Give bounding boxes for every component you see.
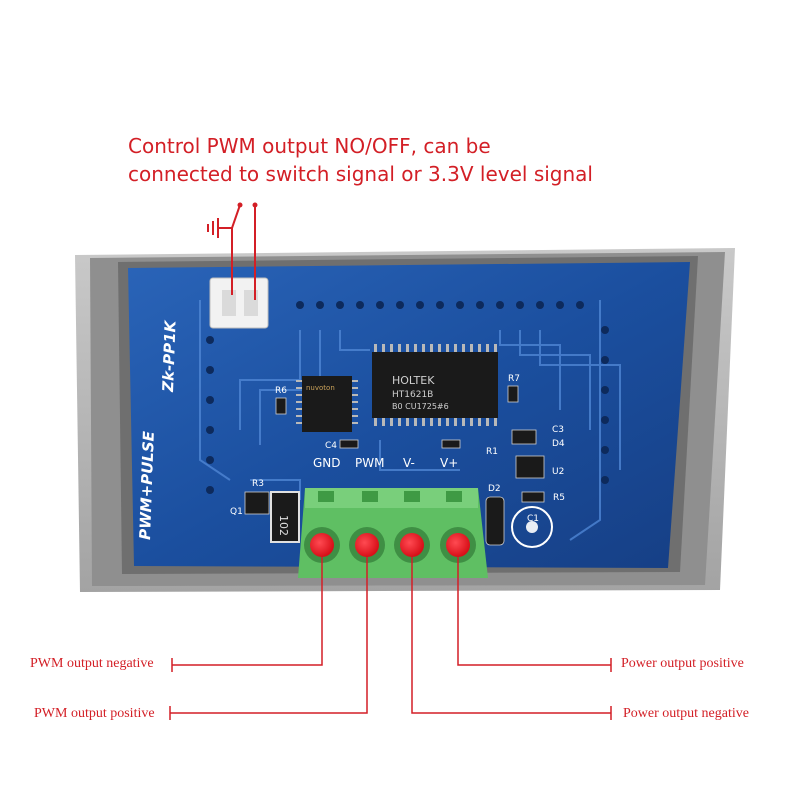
label-q1: Q1 [230,507,243,517]
switch-symbol [207,204,256,300]
resistor-102: 102 [270,491,300,543]
label-d2: D2 [488,484,501,494]
label-r6: R6 [275,386,287,396]
svg-text:B0 CU1725#6: B0 CU1725#6 [392,402,449,411]
caption-line-1: Control PWM output NO/OFF, can be [128,134,491,158]
terminal-block [298,488,488,578]
svg-text:nuvoton: nuvoton [306,384,335,392]
label-c1: C1 [527,514,539,524]
label-r5: R5 [553,493,565,503]
series-silkscreen: PWM+PULSE [136,430,158,540]
pin-label-gnd: GND [313,456,341,470]
caption-line-2: connected to switch signal or 3.3V level… [128,162,593,186]
label-u2: U2 [552,467,564,477]
label-pwm-output-negative: PWM output negative [30,656,154,671]
switch-contact-b [252,202,258,208]
terminal-markers [310,533,470,557]
label-power-output-negative: Power output negative [623,706,749,721]
marker-power-negative [400,533,424,557]
label-d4: D4 [552,439,565,449]
label-r1: R1 [486,447,498,457]
label-r7: R7 [508,374,520,384]
svg-text:HOLTEK: HOLTEK [392,374,435,387]
leader-lines [169,557,612,720]
capacitor-c1 [511,506,553,548]
model-silkscreen: Zk-PP1K [159,319,180,393]
switch-contact-a [237,202,243,208]
svg-text:HT1621B: HT1621B [392,390,433,400]
marker-pwm-negative [310,533,334,557]
label-c4: C4 [325,441,337,451]
marker-pwm-positive [355,533,379,557]
svg-text:102: 102 [277,515,290,536]
label-pwm-output-positive: PWM output positive [34,706,155,721]
mcu-chip: nuvoton [296,376,358,432]
holtek-chip: HOLTEK HT1621B B0 CU1725#6 [372,344,498,426]
label-c3: C3 [552,425,564,435]
marker-power-positive [446,533,470,557]
label-r3: R3 [252,479,264,489]
switch-connector [209,277,269,329]
label-power-output-positive: Power output positive [621,656,744,671]
pin-label-pwm: PWM [355,456,384,470]
switch-caption: Control PWM output NO/OFF, can be connec… [128,132,598,188]
pin-label-vplus: V+ [440,456,458,470]
pin-label-vminus: V- [403,456,415,470]
